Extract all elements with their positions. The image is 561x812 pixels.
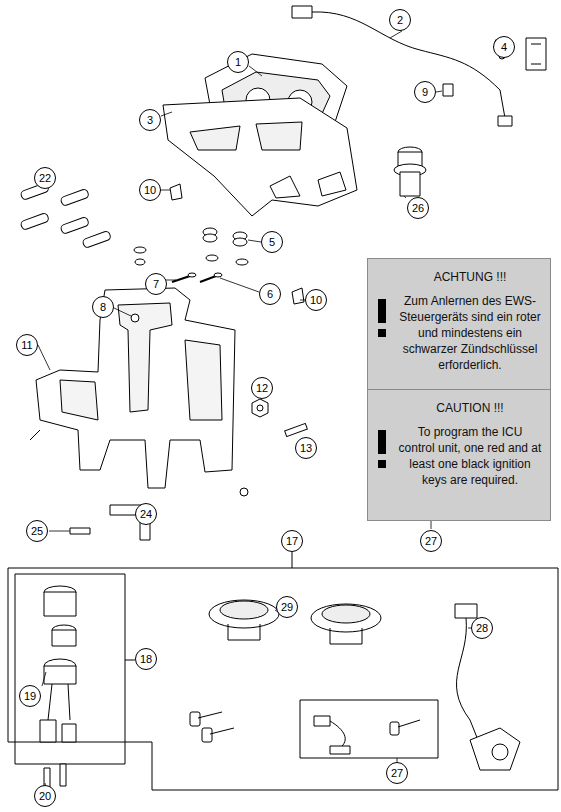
- callout-number: 10: [139, 179, 161, 201]
- callout-number: 5: [261, 231, 283, 253]
- callout-number: 4: [493, 36, 515, 58]
- callout-number: 29: [276, 596, 298, 618]
- callout-number: 17: [281, 530, 303, 552]
- callout-number: 28: [471, 617, 493, 639]
- callout-number: 3: [139, 109, 161, 131]
- callout-number: 6: [259, 283, 281, 305]
- note-text: Zum Anlernen des EWS-Steuergeräts sind e…: [398, 293, 542, 373]
- callout-number: 13: [295, 437, 317, 459]
- callout-number: 27: [386, 762, 408, 784]
- callout-number: 20: [34, 785, 56, 807]
- callout-number: 11: [16, 334, 38, 356]
- callout-number: 10: [305, 289, 327, 311]
- callout-number: 18: [135, 648, 157, 670]
- callout-number: 19: [19, 685, 41, 707]
- callout-number: 12: [251, 377, 273, 399]
- callout-number: 25: [26, 520, 48, 542]
- note-heading: CAUTION !!!: [398, 400, 542, 416]
- callout-number: 24: [135, 503, 157, 525]
- note-text: To program the ICU control unit, one red…: [398, 424, 542, 488]
- note-heading: ACHTUNG !!!: [398, 269, 542, 285]
- callout-number: 22: [34, 167, 56, 189]
- leader-line: [431, 521, 432, 529]
- callout-number: 26: [407, 197, 429, 219]
- callout-number: 27: [420, 530, 442, 552]
- warning-icon: [374, 430, 390, 470]
- callout-number: 8: [92, 296, 114, 318]
- caution-panel: CAUTION !!! To program the ICU control un…: [367, 389, 551, 521]
- callout-number: 1: [227, 51, 249, 73]
- warning-icon: [374, 299, 390, 339]
- callout-number: 9: [414, 81, 436, 103]
- caution-panel: ACHTUNG !!! Zum Anlernen des EWS-Steuerge…: [367, 258, 551, 390]
- callout-number: 7: [145, 273, 167, 295]
- callout-number: 2: [389, 9, 411, 31]
